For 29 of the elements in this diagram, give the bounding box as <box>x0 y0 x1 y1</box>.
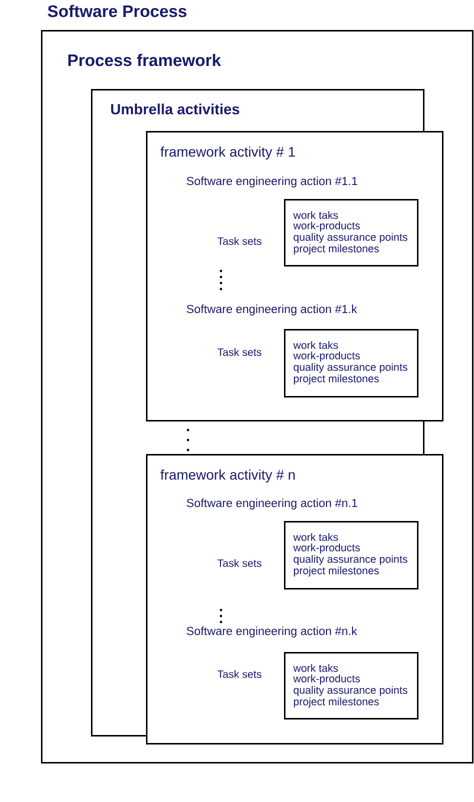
list-item: quality assurance points <box>294 686 408 696</box>
action-heading: Software engineering action #n.k <box>186 626 358 638</box>
list-item: work taks <box>293 664 338 672</box>
box-heading: framework activity # n <box>160 469 295 483</box>
list-item: work taks <box>293 341 338 349</box>
list-item: work taks <box>293 211 338 219</box>
list-item: project milestones <box>294 374 379 384</box>
action-heading: Software engineering action #1.k <box>186 304 358 316</box>
list-item: quality assurance points <box>294 233 408 243</box>
side-label: Task sets <box>218 237 262 245</box>
list-item: work-products <box>293 352 360 362</box>
action-heading: Software engineering action #1.1 <box>186 176 358 188</box>
side-label: Task sets <box>218 348 262 356</box>
list-item: quality assurance points <box>294 555 408 565</box>
box-heading: framework activity # 1 <box>160 146 295 160</box>
list-item: project milestones <box>294 698 379 708</box>
box-heading: Process framework <box>68 54 222 66</box>
box-heading: Umbrella activities <box>111 104 240 114</box>
side-label: Task sets <box>218 670 262 678</box>
action-heading: Software engineering action #n.1 <box>186 498 358 510</box>
list-item: project milestones <box>294 244 379 254</box>
list-item: project milestones <box>294 566 379 576</box>
side-label: Task sets <box>218 559 262 567</box>
list-item: work-products <box>293 544 360 554</box>
list-item: work-products <box>293 222 360 232</box>
list-item: work-products <box>293 674 360 684</box>
box-heading: Software Process <box>48 4 186 18</box>
list-item: quality assurance points <box>294 363 408 373</box>
list-item: work taks <box>293 533 338 541</box>
